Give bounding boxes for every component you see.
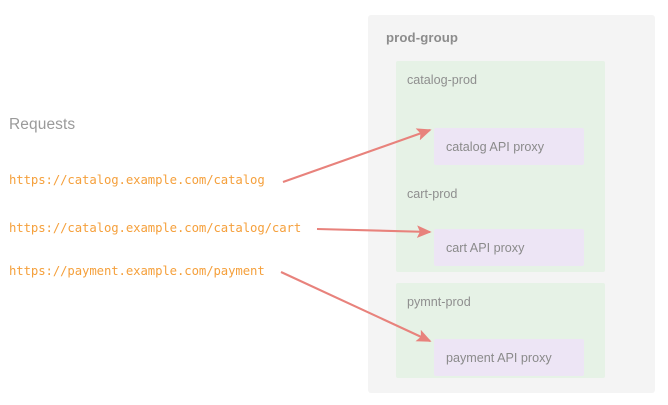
environment-label-catalog-prod: catalog-prod [407, 73, 478, 87]
environment-label-cart-prod: cart-prod [407, 187, 458, 201]
proxy-label-catalog-api-proxy: catalog API proxy [446, 139, 545, 154]
request-url-catalog-cart: https://catalog.example.com/catalog/cart [9, 221, 302, 235]
environment-panel-cart-prod: cart-prod cart API proxy [396, 175, 605, 272]
proxy-box-payment-api-proxy: payment API proxy [434, 339, 584, 376]
request-url-payment: https://payment.example.com/payment [9, 264, 265, 278]
requests-heading: Requests [9, 116, 76, 133]
proxy-label-cart-api-proxy: cart API proxy [446, 240, 525, 255]
prod-group-panel: prod-group catalog-prod catalog API prox… [368, 15, 655, 393]
requests-section: Requests https://catalog.example.com/cat… [9, 116, 302, 278]
proxy-label-payment-api-proxy: payment API proxy [446, 350, 552, 365]
environment-label-pymnt-prod: pymnt-prod [407, 295, 471, 309]
proxy-box-catalog-api-proxy: catalog API proxy [434, 128, 584, 165]
request-url-catalog: https://catalog.example.com/catalog [9, 173, 265, 187]
prod-group-title: prod-group [386, 30, 459, 45]
environment-panel-catalog-prod: catalog-prod catalog API proxy [396, 61, 605, 177]
environment-panel-pymnt-prod: pymnt-prod payment API proxy [396, 283, 605, 378]
proxy-box-cart-api-proxy: cart API proxy [434, 229, 584, 266]
